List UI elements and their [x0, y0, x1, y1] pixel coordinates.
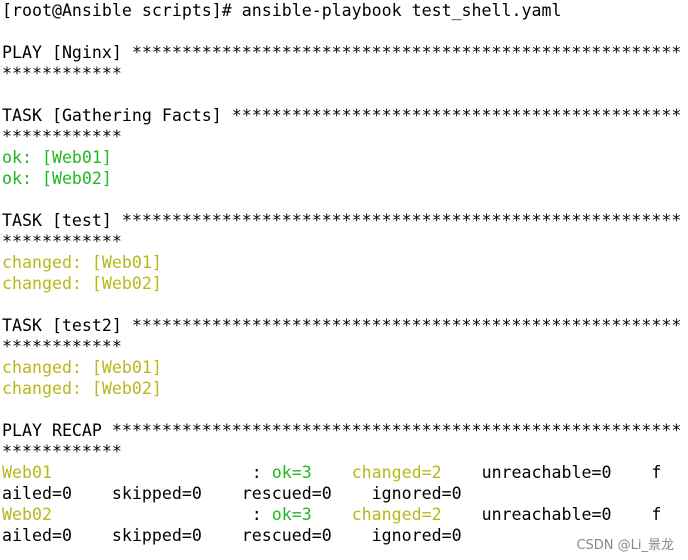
blank-line [2, 399, 686, 420]
blank-line [2, 21, 686, 42]
task-result-ok: ok: [Web02] [2, 169, 112, 188]
blank-line [2, 189, 686, 210]
recap-other-counts: unreachable=0 f [481, 463, 662, 482]
recap-changed-count: changed=2 [351, 505, 442, 524]
play-header: PLAY [Nginx] ***************************… [2, 43, 682, 62]
terminal-output: [root@Ansible scripts]# ansible-playbook… [2, 0, 686, 546]
task-result-changed: changed: [Web02] [2, 274, 162, 293]
recap-changed-count: changed=2 [351, 463, 442, 482]
task-header-test: TASK [test] ****************************… [2, 211, 682, 230]
command-line: [root@Ansible scripts]# ansible-playbook… [2, 1, 562, 20]
task-header-wrap: ************ [2, 127, 122, 146]
watermark: CSDN @Li_景龙 [576, 538, 674, 553]
recap-host: Web01 [2, 463, 52, 482]
task-header-test2: TASK [test2] ***************************… [2, 316, 682, 335]
recap-row-web02: Web02 : ok=3 changed=2 unreachable=0 f [2, 504, 686, 525]
recap-separator: : [51, 505, 272, 524]
task-result-changed: changed: [Web01] [2, 358, 162, 377]
blank-line [2, 294, 686, 315]
recap-separator: : [51, 463, 272, 482]
task-result-changed: changed: [Web02] [2, 379, 162, 398]
task-result-changed: changed: [Web01] [2, 253, 162, 272]
recap-ok-count: ok=3 [271, 463, 312, 482]
recap-host: Web02 [2, 505, 52, 524]
blank-line [2, 84, 686, 105]
play-header-wrap: ************ [2, 64, 122, 83]
task-header-wrap: ************ [2, 337, 122, 356]
task-header-wrap: ************ [2, 232, 122, 251]
play-recap-header: PLAY RECAP *****************************… [2, 421, 682, 440]
recap-row-web02-wrap: ailed=0 skipped=0 rescued=0 ignored=0 [2, 526, 462, 545]
recap-row-web01-wrap: ailed=0 skipped=0 rescued=0 ignored=0 [2, 484, 462, 503]
play-recap-header-wrap: ************ [2, 442, 122, 461]
task-result-ok: ok: [Web01] [2, 148, 112, 167]
task-header-gathering-facts: TASK [Gathering Facts] *****************… [2, 106, 682, 125]
recap-other-counts: unreachable=0 f [481, 505, 662, 524]
recap-row-web01: Web01 : ok=3 changed=2 unreachable=0 f [2, 462, 686, 483]
recap-ok-count: ok=3 [271, 505, 312, 524]
